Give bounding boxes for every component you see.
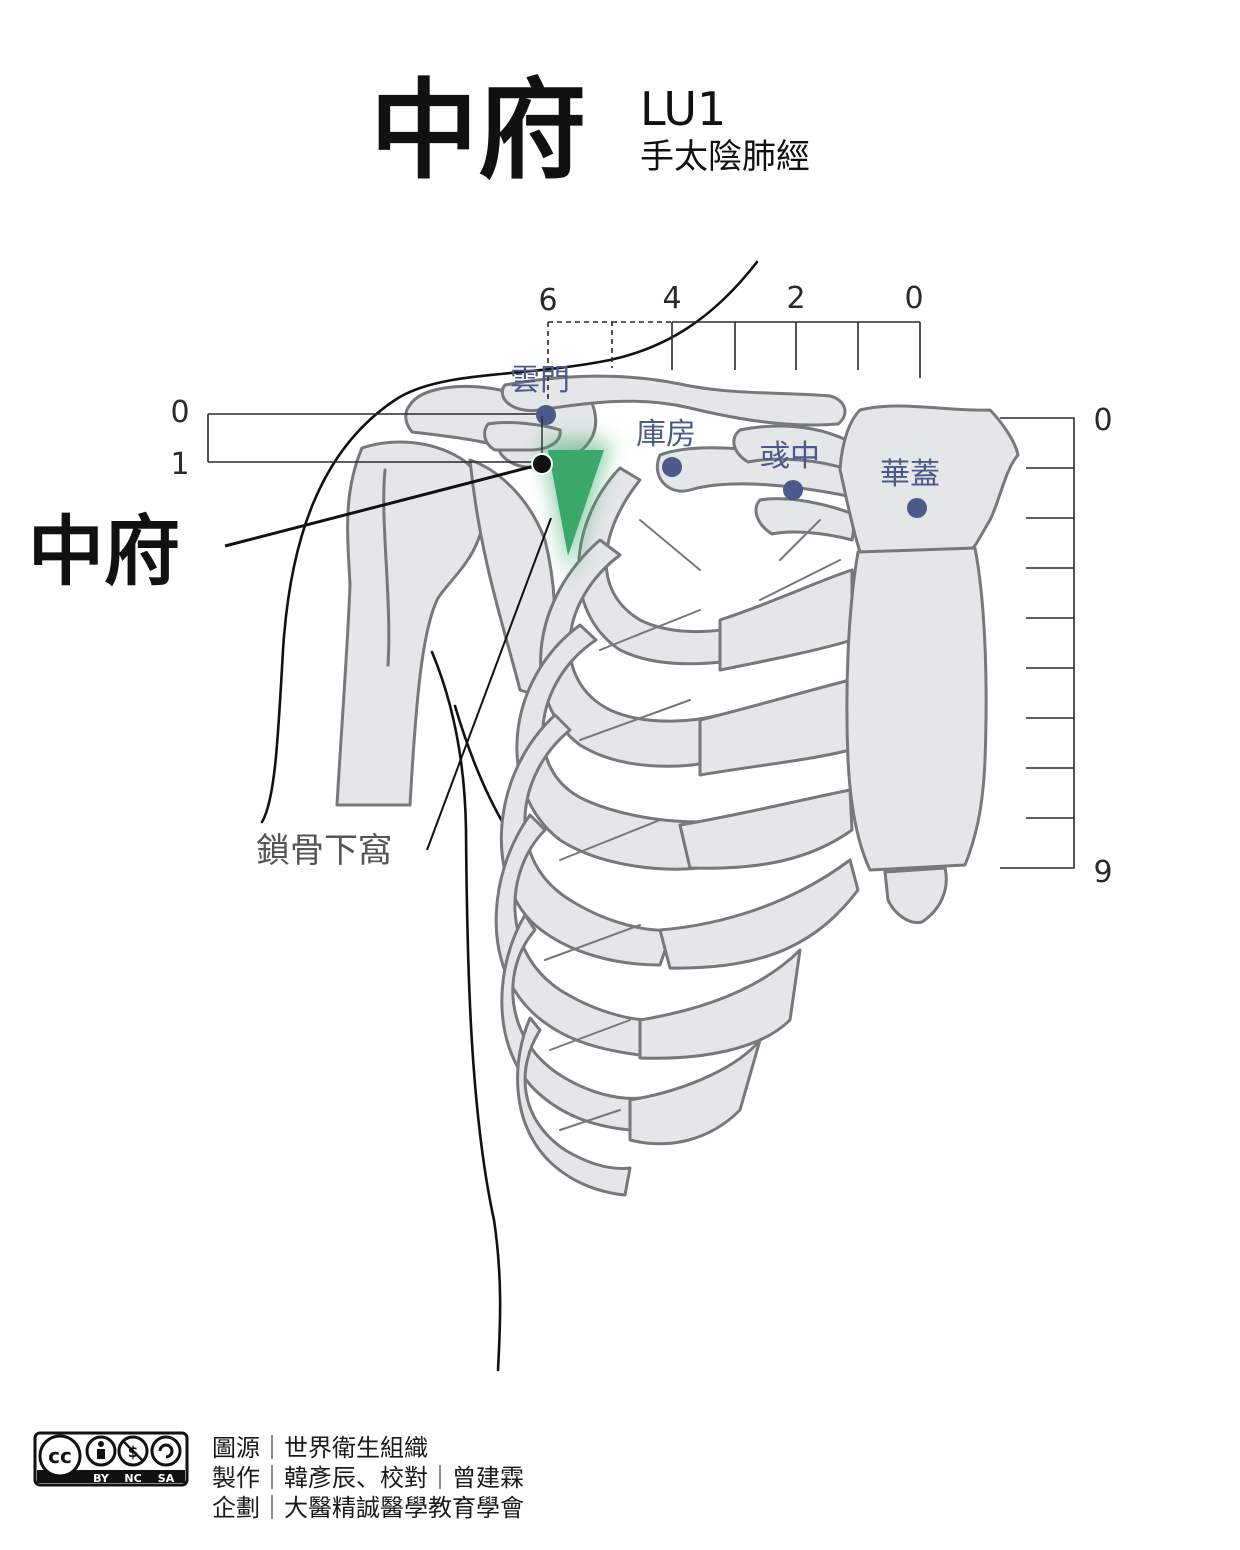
ruler-top-label-6: 6 — [538, 283, 557, 318]
license-term-nc: NC — [124, 1472, 141, 1485]
credit-row: 圖源｜世界衛生組織 — [212, 1434, 428, 1462]
sternum-body — [845, 546, 988, 872]
meridian-name: 手太陰肺經 — [640, 137, 810, 177]
landmark-leader-line — [426, 517, 552, 851]
ruler-right-label-0: 0 — [1093, 403, 1112, 438]
credits: 圖源｜世界衛生組織 製作｜韓彥辰、校對｜曾建霖 企劃｜大醫精誠醫學教育學會 — [212, 1434, 524, 1522]
credit-label: 企劃 — [212, 1494, 260, 1522]
ruler-top: 6 4 2 0 — [538, 281, 924, 400]
sa-icon — [150, 1435, 182, 1467]
highlight-region — [540, 440, 612, 580]
point-label-kufang: 庫房 — [636, 417, 696, 452]
page-title: 中府 — [370, 69, 586, 194]
credit-row: 企劃｜大醫精誠醫學教育學會 — [212, 1494, 524, 1522]
credit-separator: ｜ — [260, 1464, 284, 1492]
point-huagai — [907, 498, 927, 518]
credit-separator: ｜ — [260, 1494, 284, 1522]
landmark: 鎖骨下窩 — [256, 517, 552, 871]
ruler-left-label-0: 0 — [170, 395, 189, 430]
ruler-top-label-2: 2 — [786, 281, 805, 316]
main-point-leader-line — [224, 462, 543, 548]
header: 中府 LU1 手太陰肺經 — [370, 69, 810, 194]
point-code: LU1 — [640, 82, 726, 136]
point-yunmen — [536, 405, 556, 425]
humerus — [335, 440, 487, 807]
skeleton — [335, 374, 1020, 1197]
credit-row: 製作｜韓彥辰、校對｜曾建霖 — [212, 1464, 524, 1492]
ruler-top-label-4: 4 — [662, 281, 681, 316]
credit-value: 世界衛生組織 — [284, 1434, 428, 1462]
ruler-top-label-0: 0 — [904, 281, 923, 316]
point-zhongfu — [531, 453, 553, 475]
xiphoid — [883, 866, 948, 925]
point-label-huagai: 華蓋 — [880, 457, 940, 492]
neighbor-points: 雲門 庫房 彧中 華蓋 — [510, 363, 940, 518]
cc-icon — [38, 1434, 82, 1478]
point-label-yuzhong: 彧中 — [760, 439, 820, 474]
credit-label: 圖源 — [212, 1434, 260, 1462]
point-yuzhong — [783, 480, 803, 500]
ribcage — [494, 424, 868, 1197]
manubrium — [838, 404, 1020, 556]
point-kufang — [662, 457, 682, 477]
license-term-sa: SA — [158, 1472, 175, 1485]
license-term-by: BY — [93, 1472, 110, 1485]
ruler-left-label-1: 1 — [170, 447, 189, 482]
credit-separator: ｜ — [260, 1434, 284, 1462]
cc-icon-text: cc — [48, 1444, 72, 1468]
license-badge[interactable]: cc $ BY NC SA — [33, 1431, 189, 1487]
credit-label: 製作 — [212, 1464, 260, 1492]
credit-value: 大醫精誠醫學教育學會 — [284, 1494, 524, 1522]
main-point-label: 中府 — [28, 507, 180, 596]
ruler-right-label-9: 9 — [1093, 855, 1112, 890]
main-point: 中府 — [28, 416, 553, 596]
ruler-right: 0 9 — [1000, 403, 1113, 890]
infraclavicular-fossa-triangle — [548, 450, 604, 556]
point-label-yunmen: 雲門 — [510, 363, 570, 398]
credit-value: 韓彥辰、校對｜曾建霖 — [284, 1464, 524, 1492]
ruler-left: 0 1 — [170, 395, 548, 482]
landmark-label: 鎖骨下窩 — [256, 831, 392, 871]
clavicle — [500, 374, 847, 427]
